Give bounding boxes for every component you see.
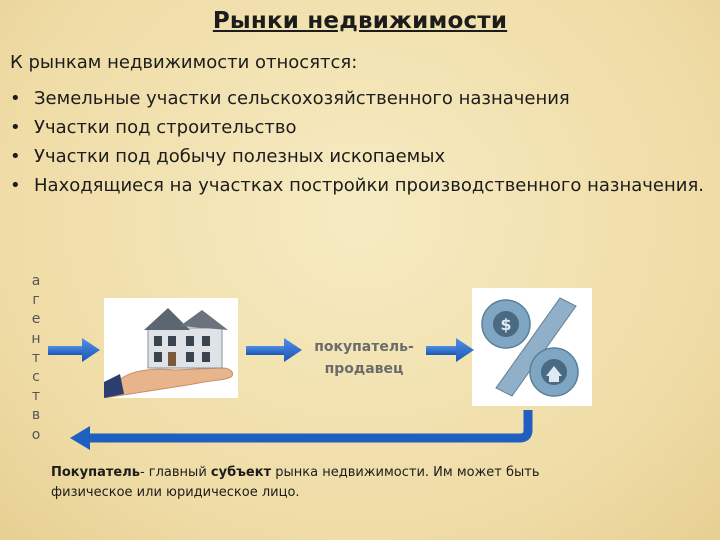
agency-letter: т [31,349,41,366]
agency-letter: с [32,369,40,386]
label-line: продавец [324,361,404,377]
bullet-text: Находящиеся на участках постройки произв… [34,175,705,196]
agency-letter: о [31,426,41,443]
agency-letter: г [32,292,40,309]
agency-letter: т [31,388,41,405]
svg-text:$: $ [500,315,511,334]
arrow-right-icon [426,338,474,362]
note-subject: субъект [210,465,272,480]
note-text: рынка недвижимости. Им может быть физиче… [51,465,540,500]
list-item: • Участки под добычу полезных ископаемых [10,142,710,171]
bullet-text: Участки под добычу полезных ископаемых [34,146,446,167]
return-arrow-icon [70,410,533,450]
agency-letter: а [31,273,41,289]
list-item: • Находящиеся на участках постройки произ… [10,171,710,200]
footnote: Покупатель- главный субъект рынка недвиж… [51,463,611,503]
note-text: - главный [139,465,211,480]
bullet-marker: • [10,146,21,167]
buyer-seller-label: покупатель- продавец [305,336,423,380]
agency-letter: е [31,311,41,328]
arrow-right-icon [246,338,302,362]
bullet-marker: • [10,88,21,109]
slide-title: Рынки недвижимости [212,8,508,34]
percent-sign-icon: $ [481,297,579,397]
bullet-text: Земельные участки сельскохозяйственного … [34,88,570,109]
label-line: покупатель- [314,339,414,355]
house-on-hand-icon [103,298,238,399]
bullet-text: Участки под строительство [34,117,297,138]
bullet-marker: • [10,117,21,138]
agency-letter: в [31,407,41,424]
agency-letter: н [31,330,41,347]
bullet-marker: • [10,175,21,196]
agency-vertical-label: а г е н т с т в о [29,272,43,445]
arrow-right-icon [48,338,100,362]
note-term: Покупатель [51,465,140,480]
intro-text: К рынкам недвижимости относятся: [10,52,358,73]
bullet-list: • Земельные участки сельскохозяйственного… [10,84,710,200]
house-on-hand-icon [103,308,233,399]
percent-sign-icon: $ [472,288,592,406]
list-item: • Земельные участки сельскохозяйственного… [10,84,710,113]
list-item: • Участки под строительство [10,113,710,142]
